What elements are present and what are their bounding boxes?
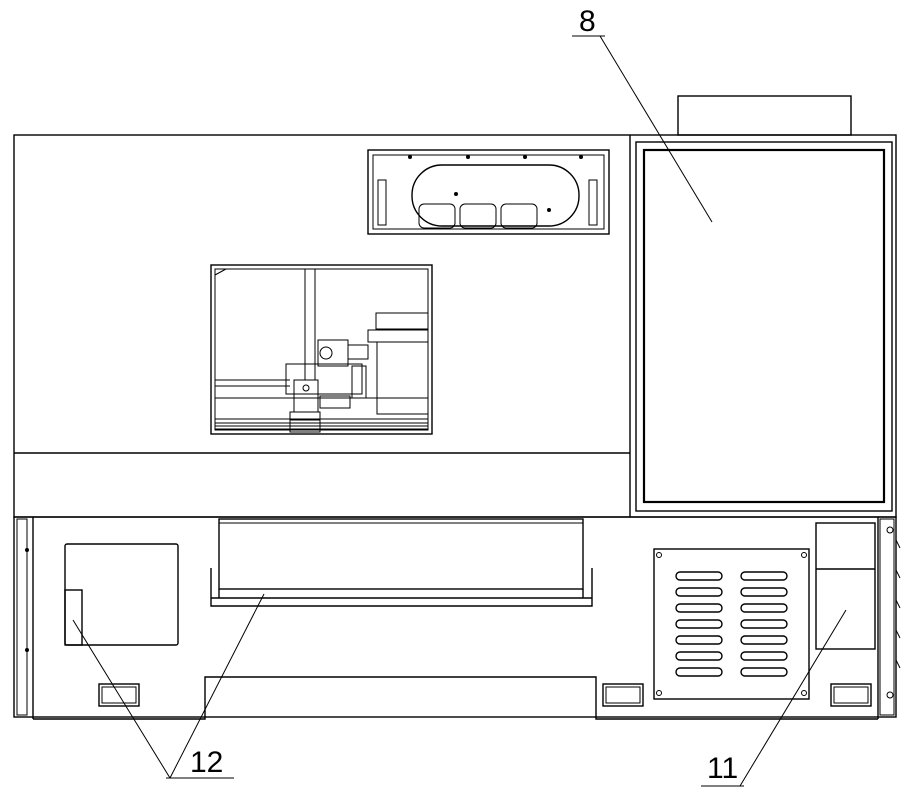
leader-lines <box>72 35 847 787</box>
top-duct <box>677 95 852 136</box>
foot-pad-left <box>98 683 140 707</box>
foot-pad-right <box>830 683 872 707</box>
door-panel <box>629 135 893 517</box>
top-window <box>367 149 610 235</box>
callout-label-12: 12 <box>190 746 223 779</box>
side-box <box>815 522 876 650</box>
vent-grille <box>653 548 810 700</box>
machining-window <box>210 264 433 435</box>
callout-label-8: 8 <box>579 5 596 38</box>
lower-cabinet <box>13 516 901 720</box>
foot-pad-middle <box>602 683 644 707</box>
callout-label-11: 11 <box>707 752 738 785</box>
left-access-box <box>64 543 179 646</box>
chip-tray <box>210 518 593 607</box>
